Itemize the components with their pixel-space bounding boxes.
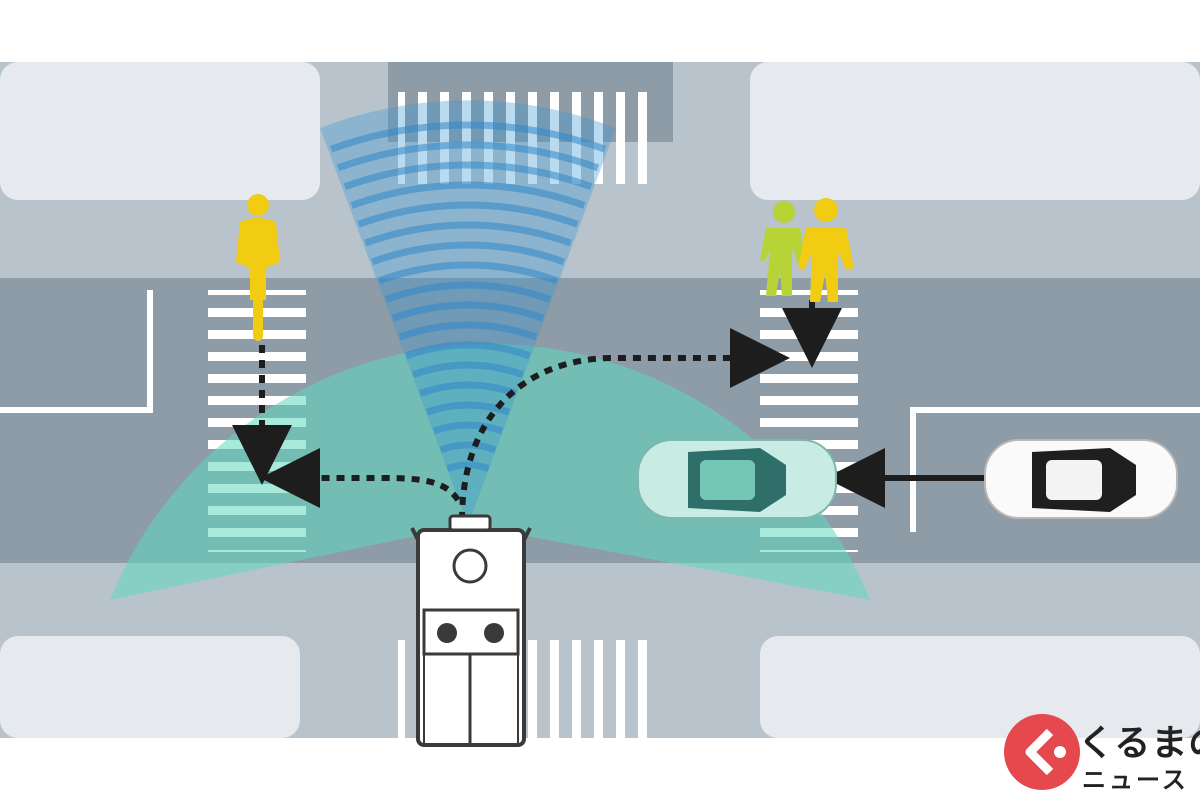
site-logo: くるまの ニュース	[1002, 712, 1200, 796]
radar-wave-arc	[384, 281, 552, 303]
radar-waves	[329, 121, 607, 472]
radar-wave-arc	[336, 141, 600, 172]
cyclist-icon	[236, 194, 280, 341]
sensor-coverage-fan	[110, 343, 870, 600]
radar-wave-arc	[364, 221, 572, 247]
radar-wave-arc	[405, 341, 531, 360]
radar-wave-arc	[425, 401, 511, 416]
radar-wave-arc	[398, 321, 538, 341]
logo-text-line2: ニュース	[1082, 766, 1189, 794]
radar-wave-arc	[357, 201, 579, 228]
radar-cone	[320, 100, 616, 525]
radar-wave-arc	[329, 121, 607, 153]
logo-text-line1: くるまの	[1078, 723, 1200, 764]
radar-wave-arc	[439, 441, 497, 454]
radar-wave-arc	[418, 381, 518, 397]
block-bottom-right	[760, 636, 1200, 738]
car-icon	[637, 439, 837, 519]
radar-wave-arc	[371, 241, 565, 266]
arrow-left-turn	[260, 448, 461, 508]
sensor-field	[110, 100, 870, 600]
arrow-right-turn	[459, 328, 790, 521]
radar-wave-arc	[350, 181, 586, 209]
car-icon	[984, 439, 1178, 519]
radar-wave-arc	[432, 421, 504, 435]
block-bottom-left	[0, 636, 300, 738]
radar-wave-arc	[446, 461, 490, 472]
chevron-mark-icon	[1004, 714, 1080, 790]
radar-wave-arc	[377, 261, 559, 284]
radar-wave-arc	[343, 161, 593, 191]
lane-marking-left	[0, 290, 153, 413]
radar-wave-arc	[391, 301, 545, 322]
block-top-right	[750, 62, 1200, 200]
pedestrian-icon	[798, 198, 854, 302]
radar-wave-arc	[412, 361, 524, 378]
bus-icon	[410, 514, 532, 747]
pedestrian-icon	[760, 201, 806, 296]
lane-marking-right	[910, 407, 1200, 532]
block-top-left	[0, 62, 320, 200]
path-arrows	[232, 300, 842, 521]
